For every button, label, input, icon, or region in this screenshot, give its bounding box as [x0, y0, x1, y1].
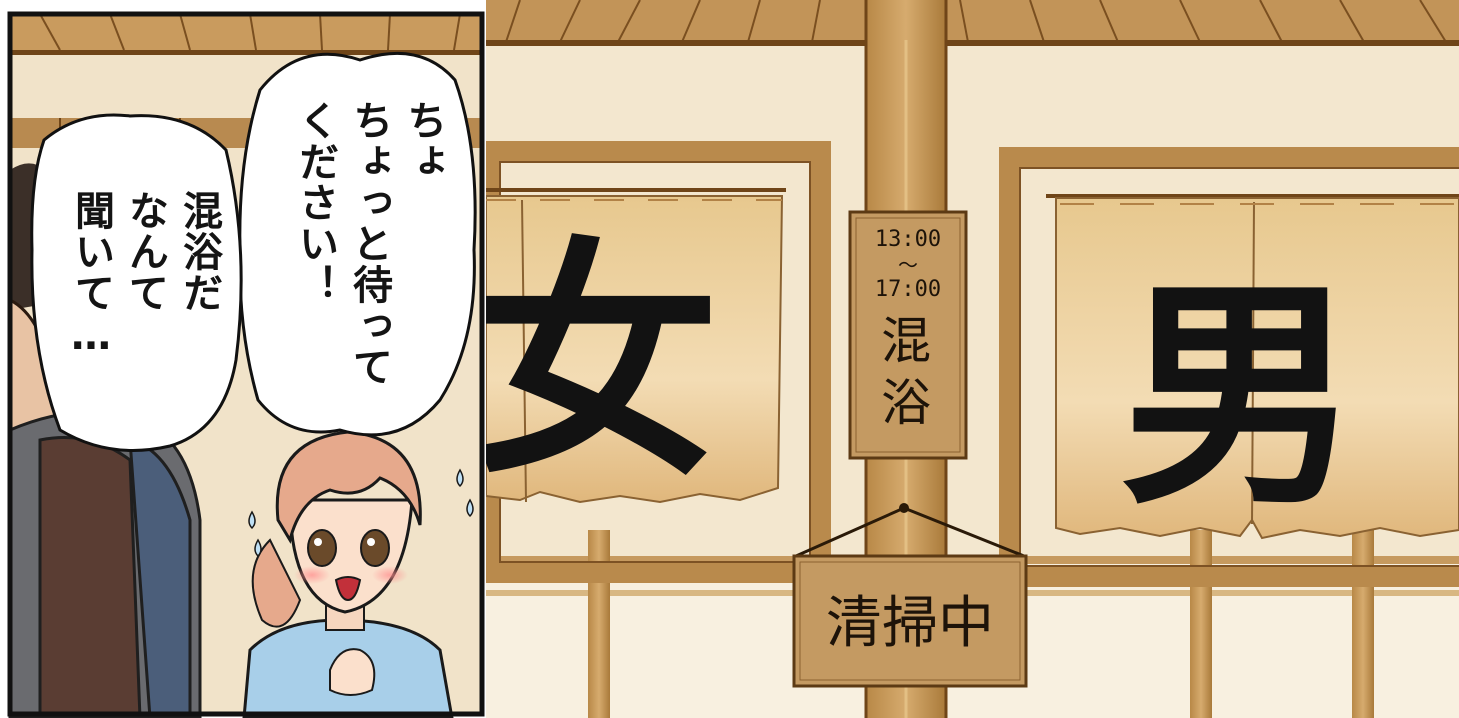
curtain-kanji-right: 男 [1120, 255, 1360, 537]
left-noren-curtain [485, 195, 784, 504]
bubble-left-line-3: 聞いて… [68, 190, 114, 360]
schedule-label-top: 混 [881, 312, 931, 370]
left-panel [0, 0, 486, 718]
speech-bubble-left [30, 113, 243, 452]
bubble-right-line-2: ちょっと待って [346, 100, 392, 387]
schedule-label-bottom: 浴 [881, 374, 931, 432]
schedule-time-separator: 〜 [898, 253, 918, 277]
bubble-left-line-2: なんて [122, 190, 168, 313]
girl-character [242, 430, 474, 718]
schedule-time-start: 13:00 [875, 227, 941, 252]
right-noren-curtain [1055, 197, 1459, 540]
cleaning-sign-text: 清掃中 [826, 591, 994, 656]
curtain-kanji-left: 女 [470, 215, 720, 509]
speech-bubble-left-text: 混浴だ なんて 聞いて… [46, 190, 226, 430]
bubble-right-line-1: ちょ [400, 100, 446, 182]
bubble-left-line-1: 混浴だ [176, 190, 222, 313]
right-door-frame [999, 147, 1459, 587]
bubble-right-line-3: ください！ [292, 100, 338, 305]
cleaning-sign: 清掃中 [792, 503, 1028, 688]
schedule-sign: 13:00 〜 17:00 混 浴 [848, 210, 968, 460]
speech-bubble-right-text: ちょ ちょっと待って ください！ [270, 100, 450, 430]
schedule-time-end: 17:00 [875, 277, 941, 302]
